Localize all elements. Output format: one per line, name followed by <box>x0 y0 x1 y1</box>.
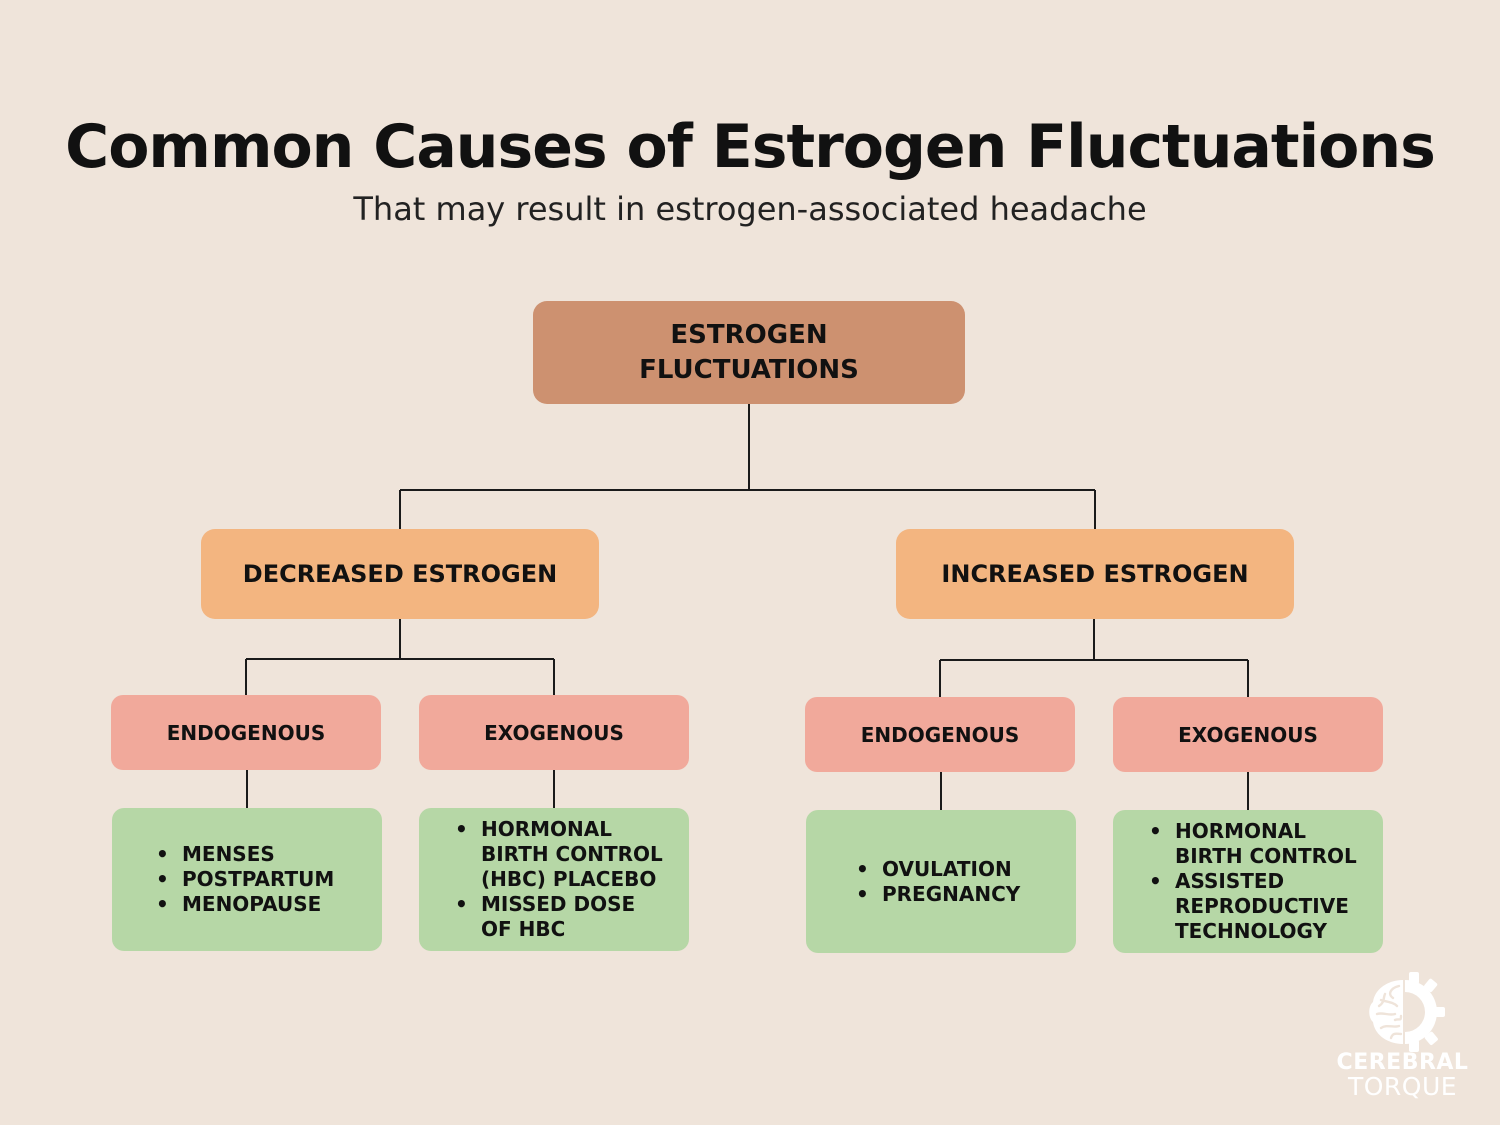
cause-list: HORMONAL BIRTH CONTROL ASSISTED REPRODUC… <box>1113 819 1383 944</box>
cause-item: MISSED DOSE OF HBC <box>455 892 669 942</box>
node-decreased-estrogen-label: DECREASED ESTROGEN <box>242 560 558 588</box>
cause-list: HORMONAL BIRTH CONTROL (HBC) PLACEBO MIS… <box>419 817 689 942</box>
node-decreased-endogenous-label: ENDOGENOUS <box>166 720 326 745</box>
page-title: Common Causes of Estrogen Fluctuations <box>65 112 1436 182</box>
node-increased-exogenous-label: EXOGENOUS <box>1178 722 1318 747</box>
node-increased-estrogen-label: INCREASED ESTROGEN <box>941 560 1249 588</box>
node-increased-endogenous: ENDOGENOUS <box>805 697 1075 772</box>
root-node-line1: ESTROGEN <box>670 319 828 350</box>
logo-word-cerebral: CEREBRAL <box>1336 1050 1469 1075</box>
node-decreased-exogenous: EXOGENOUS <box>419 695 689 770</box>
node-decreased-exogenous-label: EXOGENOUS <box>484 720 624 745</box>
cause-item: OVULATION <box>856 857 1020 882</box>
cause-item: POSTPARTUM <box>156 867 334 892</box>
node-decreased-endogenous: ENDOGENOUS <box>111 695 381 770</box>
node-decreased-estrogen: DECREASED ESTROGEN <box>201 529 599 619</box>
logo-word-torque: TORQUE <box>1347 1072 1458 1101</box>
brand-logo: CEREBRAL TORQUE <box>1335 972 1470 1102</box>
node-increased-exogenous: EXOGENOUS <box>1113 697 1383 772</box>
root-node-line2: FLUCTUATIONS <box>639 354 859 385</box>
causes-decreased-endogenous: MENSES POSTPARTUM MENOPAUSE <box>112 808 382 951</box>
cause-item: HORMONAL BIRTH CONTROL <box>1149 819 1363 869</box>
cause-item: HORMONAL BIRTH CONTROL (HBC) PLACEBO <box>455 817 669 892</box>
cause-item: PREGNANCY <box>856 882 1020 907</box>
brain-gear-icon <box>1369 972 1445 1052</box>
causes-increased-exogenous: HORMONAL BIRTH CONTROL ASSISTED REPRODUC… <box>1113 810 1383 953</box>
cause-item: MENOPAUSE <box>156 892 334 917</box>
cause-list: MENSES POSTPARTUM MENOPAUSE <box>112 842 334 917</box>
causes-increased-endogenous: OVULATION PREGNANCY <box>806 810 1076 953</box>
cause-item: ASSISTED REPRODUCTIVE TECHNOLOGY <box>1149 869 1363 944</box>
cause-item: MENSES <box>156 842 334 867</box>
page-subtitle: That may result in estrogen-associated h… <box>353 190 1147 228</box>
cause-list: OVULATION PREGNANCY <box>806 857 1020 907</box>
causes-decreased-exogenous: HORMONAL BIRTH CONTROL (HBC) PLACEBO MIS… <box>419 808 689 951</box>
root-node-estrogen-fluctuations: ESTROGEN FLUCTUATIONS <box>533 301 965 404</box>
node-increased-endogenous-label: ENDOGENOUS <box>860 722 1020 747</box>
node-increased-estrogen: INCREASED ESTROGEN <box>896 529 1294 619</box>
